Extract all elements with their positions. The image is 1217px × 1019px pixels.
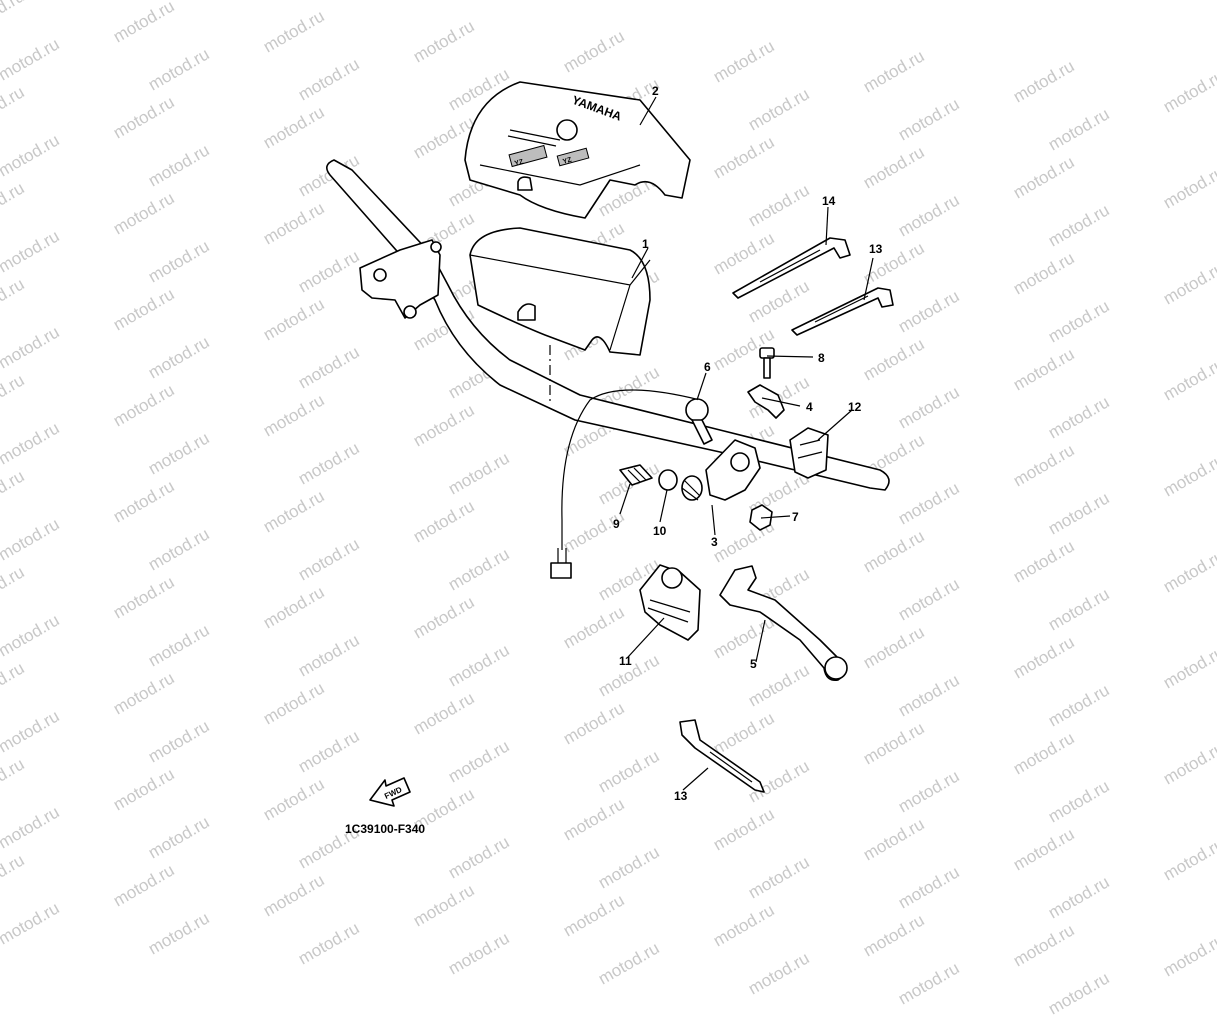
watermark-text: motod.ru [595,938,663,989]
callout-10: 10 [653,524,667,538]
callout-9: 9 [613,517,620,531]
watermark-text: motod.ru [745,948,813,999]
watermark-text: motod.ru [1160,930,1217,981]
fwd-arrow: FWD [369,777,411,807]
part-4-clamp [747,384,785,419]
callout-14: 14 [822,194,836,208]
watermark-text: motod.ru [445,928,513,979]
callout-1: 1 [642,237,649,251]
diagram-drawing: YAMAHA YZ YZ [326,81,894,836]
callout-5: 5 [750,657,757,671]
part-5-lever [719,565,848,682]
watermark-text: motod.ru [860,910,928,961]
part-9-bolt [619,464,653,486]
part-1-pad-foam [469,227,651,356]
watermark-text: motod.ru [295,918,363,969]
pad-badge-left: YZ [514,158,525,167]
callout-7: 7 [792,510,799,524]
callout-2: 2 [652,84,659,98]
part-10-nut [658,469,678,491]
diagram-code: 1C39100-F340 [345,822,425,836]
watermark-text: motod.ru [895,958,963,1009]
callout-11: 11 [619,654,632,668]
part-3-lever-holder [681,439,761,501]
callout-4: 4 [806,400,813,414]
part-12-switch [789,427,829,479]
part-13-cable-tie-lower [679,719,765,793]
pad-badge-right: YZ [562,156,573,165]
callout-8: 8 [818,351,825,365]
callout-13-upper: 13 [869,242,883,256]
watermark-text: motod.ru [1010,920,1078,971]
callout-13-lower: 13 [674,789,688,803]
callout-labels: 1 2 3 4 5 6 7 8 9 10 11 12 13 13 14 [613,84,883,803]
clamp-left [359,239,441,319]
cable-connector [550,562,572,579]
callout-3: 3 [711,535,718,549]
callout-6: 6 [704,360,711,374]
watermark-text: motod.ru [145,908,213,959]
callout-12: 12 [848,400,862,414]
switch-cable [561,389,701,550]
handlebar [326,159,890,491]
part-13-cable-tie-upper [791,287,894,336]
leader-lines [619,96,874,791]
part-11-lever-cover [639,564,701,641]
part-2-pad-cover: YAMAHA YZ YZ [464,81,691,219]
part-8-bolt [759,347,775,379]
part-14-cable-tie [732,237,851,299]
watermark-text: motod.ru [1045,968,1113,1019]
